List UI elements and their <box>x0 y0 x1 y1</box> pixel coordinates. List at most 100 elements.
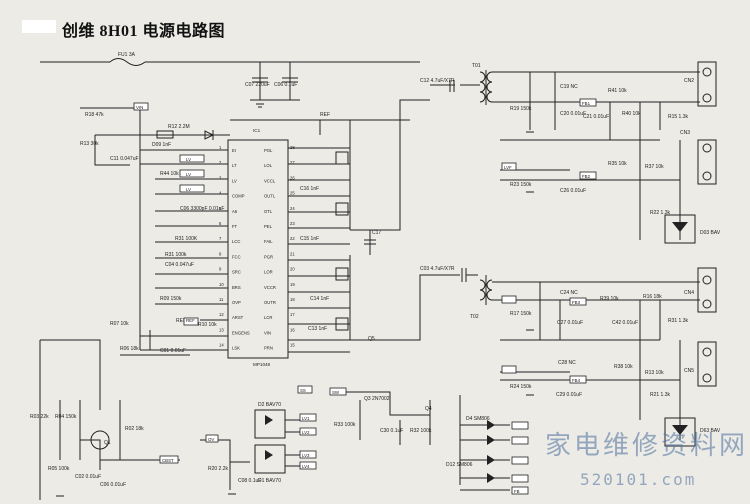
ic-pin-right-18: OUTR <box>264 300 276 305</box>
r15-label: R15 1.3k <box>668 114 689 120</box>
r41-label: R41 10k <box>608 88 627 94</box>
r33-label: R33 100k <box>334 422 356 428</box>
ic-pin-num-right-19: 19 <box>290 282 295 287</box>
tag-lv3: LV3 <box>302 453 310 458</box>
r31c-label: R31 1.3k <box>668 318 689 324</box>
tag-sw: SW <box>332 390 340 395</box>
ic-pin-right-16: VIN <box>264 330 271 335</box>
ic-pin-right-21: PGR <box>264 254 273 259</box>
ic-pin-num-left-5: 5 <box>219 206 222 211</box>
ic-pin-right-27: LOL <box>264 163 273 168</box>
tag-fb3: FB3 <box>572 300 581 305</box>
d12-label: D12 SM806 <box>446 462 473 468</box>
r44-label: R44 10k <box>160 171 179 177</box>
redaction-mark <box>22 20 56 33</box>
ic-pin-right-19: VCCR <box>264 285 276 290</box>
r19-label: R19 150k <box>510 106 532 112</box>
c20-label: C20 0.01uF <box>560 111 586 117</box>
ic-pin-right-24: OTL <box>264 209 273 214</box>
c16-label: C16 1nF <box>300 186 319 192</box>
c02-label: C02 0.01uF <box>75 474 101 480</box>
d1-label: D1 BAV70 <box>258 478 281 484</box>
c24-label: C24 NC <box>560 290 578 296</box>
d63-label: D63 BAV <box>700 428 721 434</box>
tag-fb4: FB4 <box>572 378 581 383</box>
ic-pin-num-left-9: 9 <box>219 267 222 272</box>
r07-label: R07 10k <box>110 321 129 327</box>
c28-label: C28 NC <box>558 360 576 366</box>
r09-label: R09 150k <box>160 296 182 302</box>
ic-pin-left-3: LV <box>232 178 237 183</box>
ic-pin-num-left-14: 14 <box>219 343 224 348</box>
d03-label: D03 BAV <box>700 230 721 236</box>
c08-label: C08 0.1uF <box>238 478 261 484</box>
r31-label: R31 100K <box>175 236 198 242</box>
c17-label: C17 <box>372 230 381 236</box>
cn3-label: CN3 <box>680 130 690 136</box>
d09-label: D09 1nF <box>152 142 171 148</box>
ic-pin-left-7: LCC <box>232 239 240 244</box>
ic-pin-left-4: COMP <box>232 194 245 199</box>
ic-pin-num-right-17: 17 <box>290 312 295 317</box>
tag-ss: SS <box>300 388 306 393</box>
tag-fb: FB <box>514 489 520 494</box>
r16-label: R16 18k <box>643 294 662 300</box>
ic-pin-num-right-15: 15 <box>290 343 295 348</box>
r37-label: R37 10k <box>645 164 664 170</box>
r38-label: R38 10k <box>614 364 633 370</box>
r40-label: R40 10k <box>622 111 641 117</box>
tag-lv-a: LV <box>186 157 191 162</box>
q5-label: Q5 <box>368 336 375 342</box>
ic-pin-num-left-13: 13 <box>219 327 224 332</box>
ic-pin-right-26: VCCL <box>264 178 276 183</box>
r13b-label: R13 10k <box>645 370 664 376</box>
fuse-label: FU1 3A <box>118 52 136 58</box>
c01-label: C01 0.01uF <box>160 348 186 354</box>
cn2-label: CN2 <box>684 78 694 84</box>
c26-label: C26 0.01uF <box>560 188 586 194</box>
r39-label: R39 10k <box>600 296 619 302</box>
ic-pin-num-right-23: 23 <box>290 221 295 226</box>
ic-pin-num-left-8: 8 <box>219 251 222 256</box>
ic-pin-left-9: SRC <box>232 270 241 275</box>
watermark-text: 家电维修资料网 <box>545 431 749 461</box>
c13-label: C13 1nF <box>308 326 327 332</box>
ic-pin-right-23: PEL <box>264 224 273 229</box>
c29-label: C29 0.01uF <box>556 392 582 398</box>
ic-pin-left-2: LT <box>232 163 237 168</box>
c19-label: C19 NC <box>560 84 578 90</box>
t02-label: T02 <box>470 314 479 320</box>
tag-ov: OV <box>208 437 214 442</box>
c06c-label: C06 0.01uF <box>100 482 126 488</box>
cn5-label: CN5 <box>684 368 694 374</box>
c42-label: C42 0.01uF <box>612 320 638 326</box>
ic-pin-num-left-11: 11 <box>219 297 224 302</box>
ic-pin-left-8: FCC <box>232 254 241 259</box>
ic-pin-num-right-28: 28 <box>290 145 295 150</box>
c07-label: C07 220uF <box>245 82 270 88</box>
tag-lv2: LV2 <box>302 430 310 435</box>
c04-label: C04 0.047uF <box>165 262 194 268</box>
ref1-label: REF <box>176 318 186 324</box>
ic-pin-left-12: ARST <box>232 315 244 320</box>
r18-label: R18 47k <box>85 112 104 118</box>
tag-ref: REF <box>186 318 195 323</box>
ic-pin-num-right-25: 25 <box>290 191 295 196</box>
r21-label: R21 1.3k <box>650 392 671 398</box>
ic-pin-num-left-1: 1 <box>219 145 222 150</box>
ic-pin-num-right-16: 16 <box>290 327 295 332</box>
c14-label: C14 1nF <box>310 296 329 302</box>
r04-label: R04 150k <box>55 414 77 420</box>
ic-pin-left-5: A6 <box>232 209 238 214</box>
ic-pin-num-right-22: 22 <box>290 236 295 241</box>
tag-lv-c: LV <box>186 187 191 192</box>
diagram-title: 创维 8H01 电源电路图 <box>62 23 225 40</box>
ic-pin-left-1: EI <box>232 148 236 153</box>
tag-lv-b: LV <box>186 172 191 177</box>
ic-pin-left-6: FT <box>232 224 238 229</box>
ic-pin-right-22: FAIL <box>264 239 273 244</box>
c11-label: C11 0.047uF <box>110 156 139 162</box>
ref2-label: REF <box>320 112 330 118</box>
ic-pin-num-left-3: 3 <box>219 175 222 180</box>
